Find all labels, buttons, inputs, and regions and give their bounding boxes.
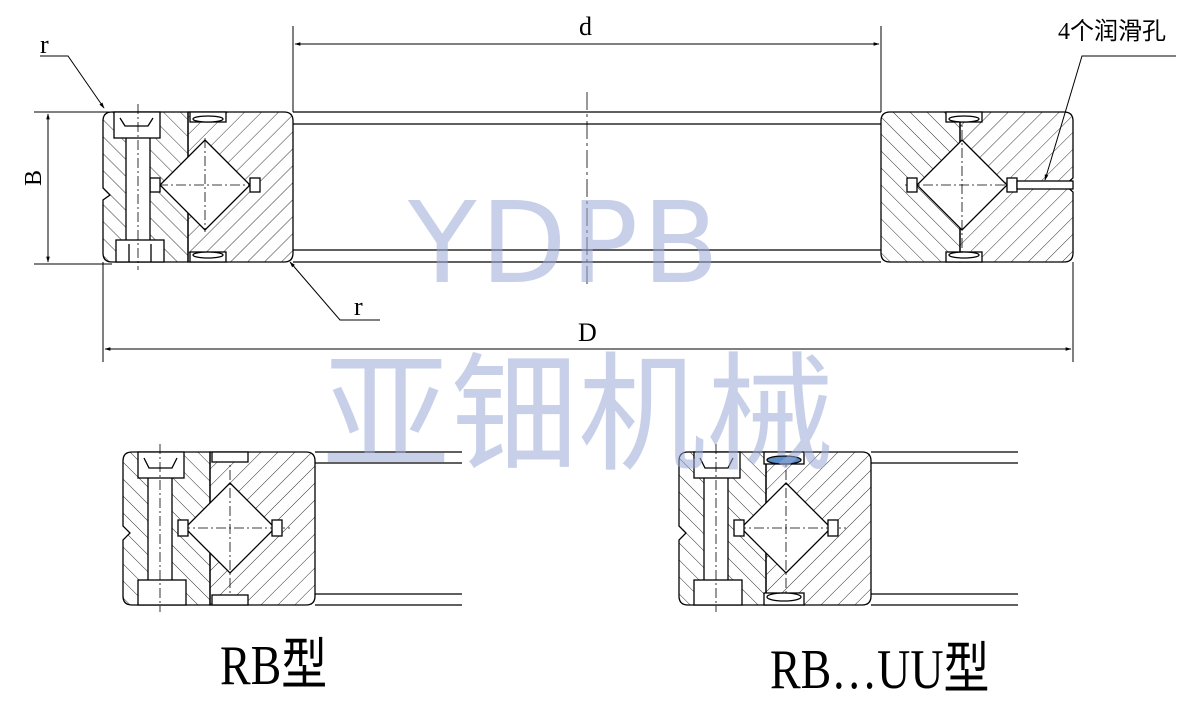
lube-hole: [1016, 180, 1074, 190]
leader-r-bottom: [289, 261, 380, 321]
label-D: D: [578, 318, 597, 347]
left-ring-section: [102, 104, 294, 270]
label-d: d: [579, 12, 592, 41]
label-B: B: [21, 169, 47, 186]
top-section-view: [34, 26, 1176, 362]
dimension-B: [34, 111, 112, 265]
caption-rb: RB型: [220, 635, 328, 697]
right-ring-section: [880, 111, 1074, 263]
caption-rb-uu: RB…UU型: [770, 639, 990, 701]
dimension-d: [292, 26, 882, 112]
label-r-bottom: r: [354, 292, 363, 321]
rbuu-variant-section: [678, 444, 1018, 612]
label-lube-holes: 4个润滑孔: [1058, 19, 1166, 45]
leader-lube-holes: [1044, 55, 1176, 181]
rb-variant-section: [122, 444, 462, 612]
seal-blue: [766, 455, 802, 465]
dimension-D: [102, 262, 1074, 362]
label-r-top: r: [40, 30, 49, 59]
leader-r-top: [40, 55, 105, 109]
